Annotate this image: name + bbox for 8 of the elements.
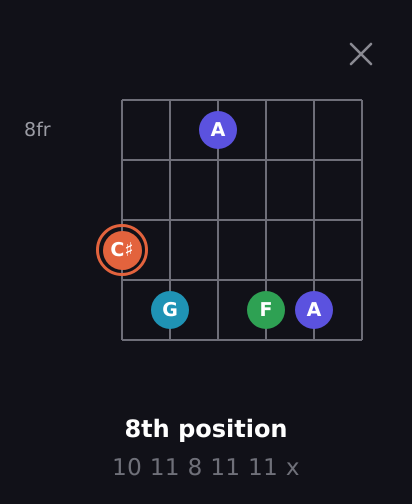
chord-position-title: 8th position — [124, 415, 288, 443]
note-dot: F — [247, 291, 285, 329]
note-dot: A — [199, 111, 237, 149]
root-note-dot: C♯ — [96, 224, 148, 276]
note-dot: A — [295, 291, 333, 329]
fret-number: 8fr — [24, 118, 51, 142]
note-dot: G — [151, 291, 189, 329]
fret-numbers: 10 11 8 11 11 x — [112, 455, 300, 481]
